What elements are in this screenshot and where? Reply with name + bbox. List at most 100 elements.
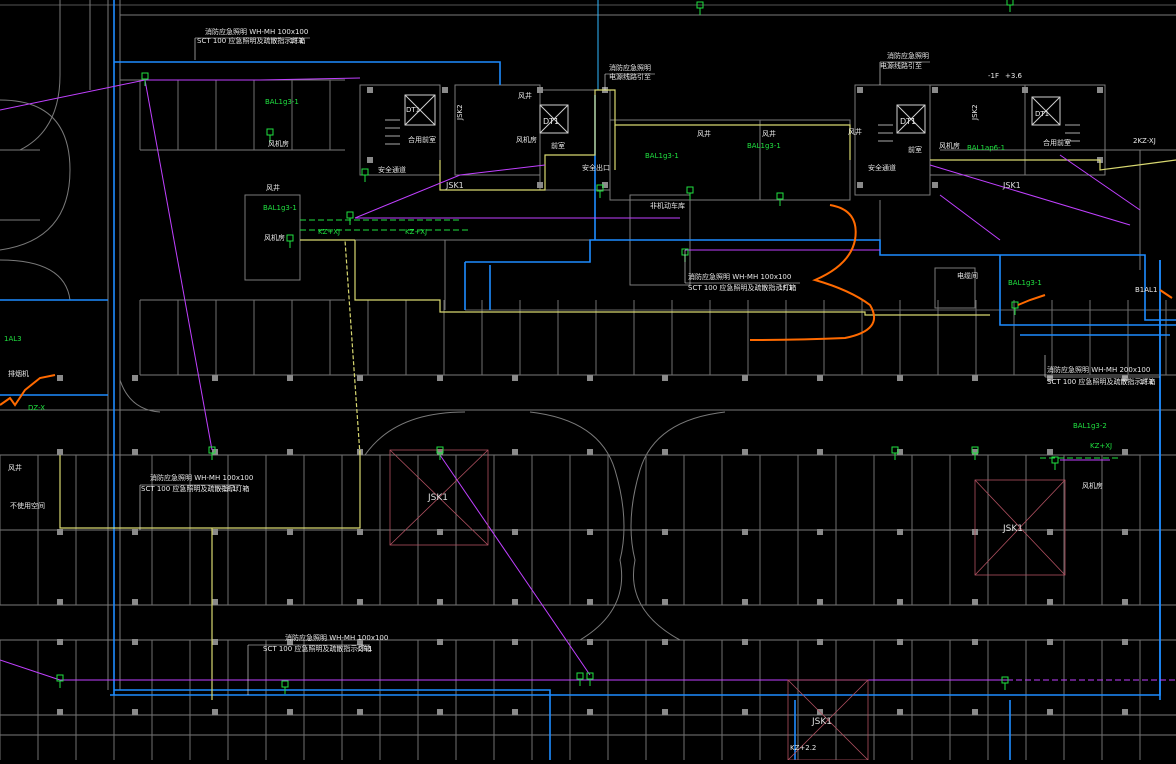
label-spec-right-2: SCT 100 应急照明及疏散指示灯箱 xyxy=(1047,377,1155,386)
structural-column xyxy=(742,599,748,605)
wall-layer xyxy=(0,0,1176,736)
structural-column xyxy=(972,449,978,455)
label-spec-mid-tag: -1F.1 xyxy=(776,284,793,292)
structural-column xyxy=(932,87,938,93)
structural-column xyxy=(512,449,518,455)
structural-column xyxy=(357,375,363,381)
structural-column xyxy=(287,529,293,535)
label-bal-5: BAL1g3-1 xyxy=(747,142,781,150)
structural-column xyxy=(587,375,593,381)
label-spec-tl-1: 消防应急照明 xyxy=(609,63,651,72)
structural-column xyxy=(1047,639,1053,645)
label-jsk-core-2: JSK1 xyxy=(1002,181,1021,190)
structural-column xyxy=(897,639,903,645)
structural-column xyxy=(132,639,138,645)
label-apkz-left: 1AL3 xyxy=(4,335,22,343)
structural-column xyxy=(437,529,443,535)
label-bal-2: BAL1g3-1 xyxy=(265,98,299,106)
structural-column xyxy=(897,529,903,535)
label-spec-bot-1: 消防应急照明 WH-MH 100x100 xyxy=(285,633,388,642)
label-spec-tl-2: 电源线路引至 xyxy=(609,72,651,81)
label-jsk-right: JSK1 xyxy=(1002,524,1023,534)
circuit-right-2 xyxy=(1059,154,1141,211)
label-anquan-1: 安全通道 xyxy=(378,165,406,174)
label-dz-left: DZ-X xyxy=(28,404,45,412)
structural-column xyxy=(437,639,443,645)
structural-column xyxy=(972,709,978,715)
device-layer xyxy=(56,0,1120,694)
label-spec-tr-1: 消防应急照明 xyxy=(887,51,929,60)
label-kz-xj-2: KZ+XJ xyxy=(405,228,427,236)
structural-column xyxy=(367,157,373,163)
structural-column xyxy=(512,599,518,605)
structural-column xyxy=(587,599,593,605)
structural-column xyxy=(57,709,63,715)
structural-column xyxy=(437,449,443,455)
structural-column xyxy=(57,639,63,645)
label-spec-mid-2: SCT 100 应急照明及疏散指示灯箱 xyxy=(688,283,796,292)
structural-column xyxy=(742,529,748,535)
structural-column xyxy=(212,599,218,605)
structural-column xyxy=(897,375,903,381)
structural-column xyxy=(1122,529,1128,535)
label-fengji-4: 风机房 xyxy=(939,141,960,150)
orange-markup-main xyxy=(749,204,876,341)
structural-column xyxy=(1122,639,1128,645)
label-paifeng: 排烟机 xyxy=(8,369,29,378)
structural-column xyxy=(662,449,668,455)
elevator-core-layer xyxy=(385,94,1080,145)
structural-column xyxy=(442,87,448,93)
label-jsk2-2: JSK2 xyxy=(971,104,979,121)
structural-column xyxy=(132,529,138,535)
structural-column xyxy=(132,449,138,455)
label-spec-bot-2: SCT 100 应急照明及疏散指示灯箱 xyxy=(263,644,371,653)
label-fengjing-2: 风井 xyxy=(266,183,280,192)
jsk-zone-right xyxy=(974,479,1066,576)
label-jsk-main: JSK1 xyxy=(427,493,448,503)
label-anquan-3: 安全通道 xyxy=(868,163,896,172)
label-spec-top-2: SCT 100 应急照明及疏散指示灯箱 xyxy=(197,36,305,45)
jsk-zone-center xyxy=(389,449,489,546)
cable-tray-core xyxy=(464,239,1176,321)
structural-column xyxy=(662,709,668,715)
label-dt1-2: DT1 xyxy=(543,117,559,126)
label-fengji-5: 风机房 xyxy=(1082,481,1103,490)
structural-column xyxy=(132,599,138,605)
label-fengjing-5: 风井 xyxy=(848,127,862,136)
label-fengjing-6: 风井 xyxy=(8,463,22,472)
structural-column xyxy=(512,639,518,645)
structural-column xyxy=(1097,87,1103,93)
structural-column xyxy=(57,599,63,605)
structural-column xyxy=(742,709,748,715)
structural-column xyxy=(1122,599,1128,605)
structural-column xyxy=(857,182,863,188)
structural-column xyxy=(1022,87,1028,93)
label-jsk2-1: JSK2 xyxy=(456,104,464,121)
structural-column xyxy=(742,639,748,645)
label-spec-left-tag: -1F.1 xyxy=(220,485,237,493)
structural-column xyxy=(897,599,903,605)
device-symbol xyxy=(281,680,289,688)
structural-column xyxy=(357,639,363,645)
label-bal-6: BAL1g3-1 xyxy=(1008,279,1042,287)
structural-column xyxy=(437,599,443,605)
structural-column xyxy=(817,449,823,455)
circuit-top-left xyxy=(0,77,361,111)
label-spec-top-1: 消防应急照明 WH-MH 100x100 xyxy=(205,27,308,36)
structural-column xyxy=(587,529,593,535)
structural-column xyxy=(897,449,903,455)
label-dianjian: 电缆间 xyxy=(957,271,978,280)
circuit-core-1 xyxy=(354,164,546,219)
structural-column xyxy=(972,599,978,605)
structural-column xyxy=(132,375,138,381)
structural-column xyxy=(512,375,518,381)
label-spec-right-1: 消防应急照明 WH-MH 200x100 xyxy=(1047,365,1150,374)
structural-column xyxy=(662,599,668,605)
device-symbol xyxy=(266,128,274,136)
structural-column xyxy=(437,709,443,715)
column-layer xyxy=(57,87,1128,715)
structural-column xyxy=(587,639,593,645)
